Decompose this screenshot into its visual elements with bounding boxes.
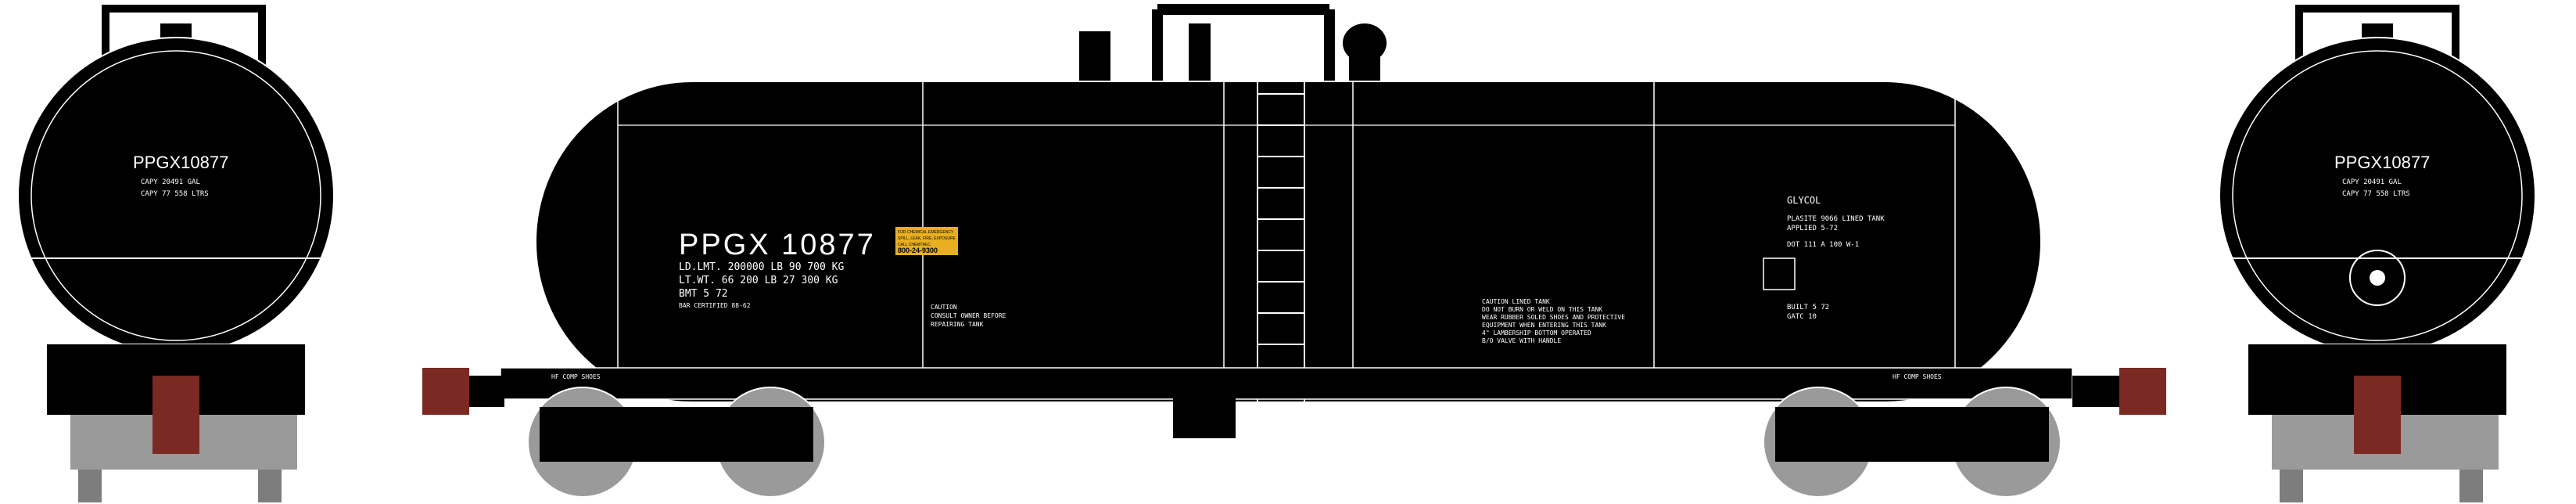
right-end-handrail (2295, 5, 2459, 13)
caution-right-2: DO NOT BURN OR WELD ON THIS TANK (1482, 306, 1602, 313)
dot-spec: DOT 111 A 100 W-1 (1787, 241, 1859, 249)
lining-line-2: APPLIED 5-72 (1787, 225, 1838, 232)
side-reporting-mark: PPGX 10877 (679, 229, 876, 261)
right-end-rail-post (2295, 6, 2303, 69)
left-end-wheel-left (78, 470, 102, 502)
hazmat-line-1: FOR CHEMICAL EMERGENCY (898, 230, 954, 235)
side-truck-left (527, 387, 826, 498)
side-tank-body (535, 81, 2042, 403)
truck-sideframe (540, 407, 813, 462)
inspection-panel (1763, 257, 1796, 290)
caution-left-2: CONSULT OWNER BEFORE (931, 312, 1006, 319)
side-light-weight: LT.WT. 66 200 LB 27 300 KG (679, 275, 838, 286)
side-bottom-outlet (1173, 391, 1236, 438)
caution-right-3: WEAR RUBBER SOLED SHOES AND PROTECTIVE (1482, 314, 1625, 321)
side-bar-certified: BAR CERTIFIED 88-62 (679, 302, 751, 309)
right-end-wheel-left (2280, 470, 2303, 502)
hazmat-phone: 800-24-9300 (898, 247, 938, 254)
right-end-rail-post (2452, 6, 2459, 69)
side-safety-valve (1079, 31, 1110, 86)
left-end-capacity-ltrs: CAPY 77 558 LTRS (141, 190, 209, 198)
left-end-coupler (152, 376, 199, 454)
commodity-label: GLYCOL (1787, 195, 1821, 206)
side-dome-fitting (1189, 23, 1211, 86)
right-end-brake-hub (2370, 270, 2385, 286)
shoes-label-right: HF COMP SHOES (1893, 373, 1942, 380)
right-end-wheel-right (2459, 470, 2483, 502)
side-truck-right (1763, 387, 2061, 498)
left-end-rail-post (102, 6, 109, 69)
side-draft-gear-right (2072, 376, 2119, 407)
hazmat-line-2: SPILL, LEAK, FIRE, EXPOSURE (898, 236, 956, 241)
caution-left-3: REPAIRING TANK (931, 321, 984, 328)
left-end-wheel-right (258, 470, 282, 502)
left-end-capacity-gal: CAPY 20491 GAL (141, 178, 200, 186)
side-coupler-left (422, 368, 469, 415)
hazmat-line-3: CALL CHEMTREC (898, 243, 931, 247)
side-coupler-right (2119, 368, 2166, 415)
right-end-view: PPGX10877 CAPY 20491 GAL CAPY 77 558 LTR… (2216, 5, 2538, 502)
side-bmt: BMT 5 72 (679, 288, 728, 300)
caution-right-6: B/O VALVE WITH HANDLE (1482, 337, 1561, 344)
right-end-tank-head-ring (2232, 50, 2523, 341)
caution-right-1: CAUTION LINED TANK (1482, 298, 1550, 305)
left-end-view: PPGX10877 CAPY 20491 GAL CAPY 77 558 LTR… (15, 5, 337, 502)
side-draft-gear-left (469, 376, 504, 407)
left-end-tank-head-ring (30, 50, 321, 341)
left-end-handrail (102, 5, 266, 13)
caution-left-1: CAUTION (931, 304, 957, 311)
lining-line-1: PLASITE 9066 LINED TANK (1787, 215, 1885, 223)
right-end-reporting-mark: PPGX10877 (2334, 153, 2430, 172)
built-date: BUILT 5 72 (1787, 304, 1829, 311)
hazmat-placard (895, 227, 958, 255)
side-view: PPGX 10877 LD.LMT. 200000 LB 90 700 KG L… (422, 4, 2166, 498)
gatc-mark: GATC 10 (1787, 313, 1817, 321)
right-end-coupler (2354, 376, 2401, 454)
caution-right-4: EQUIPMENT WHEN ENTERING THIS TANK (1482, 322, 1606, 329)
left-end-rail-post (258, 6, 266, 69)
caution-right-5: 4" LAMBERSHIP BOTTOM OPERATED (1482, 329, 1591, 337)
right-end-capacity-ltrs: CAPY 77 558 LTRS (2342, 190, 2410, 198)
shoes-label-left: HF COMP SHOES (551, 373, 601, 380)
right-end-capacity-gal: CAPY 20491 GAL (2342, 178, 2402, 186)
left-end-reporting-mark: PPGX10877 (133, 153, 228, 172)
side-load-limit: LD.LMT. 200000 LB 90 700 KG (679, 261, 844, 273)
truck-sideframe (1775, 407, 2049, 462)
